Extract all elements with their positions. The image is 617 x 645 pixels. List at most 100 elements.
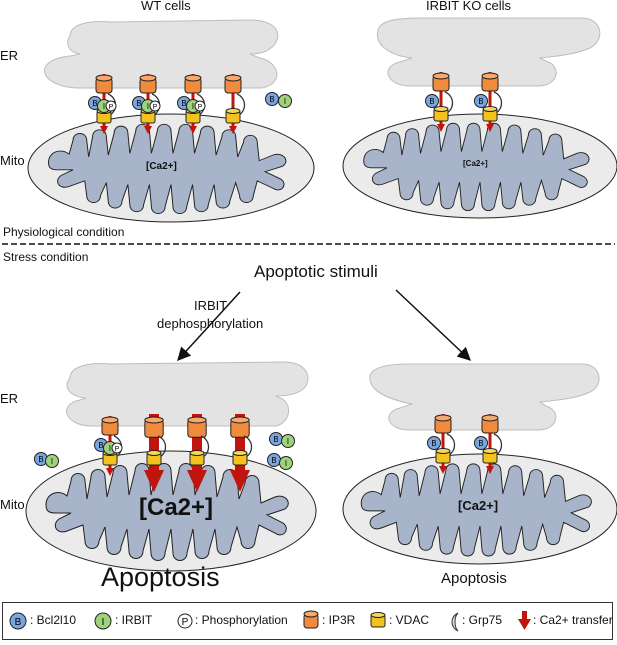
ca-transfer-arrow-shaft bbox=[149, 414, 159, 472]
ca-transfer-arrow-shaft bbox=[441, 414, 445, 468]
er-label-bottom: ER bbox=[0, 391, 19, 406]
ca-transfer-arrow-head bbox=[187, 470, 207, 492]
marker-letter: I bbox=[147, 102, 149, 111]
channel-complex bbox=[144, 414, 167, 492]
phosphorylation-mark bbox=[105, 100, 117, 112]
vdac-channel-top bbox=[189, 450, 205, 456]
svg-text:I: I bbox=[102, 617, 105, 628]
vdac-channel-top bbox=[225, 108, 241, 114]
bcl2l10-protein bbox=[425, 94, 439, 108]
irbit-ko-cells-title: IRBIT KO cells bbox=[426, 0, 512, 13]
stress-condition-label: Stress condition bbox=[3, 250, 89, 264]
marker-letter: B bbox=[271, 456, 276, 465]
ca-transfer-arrow-head bbox=[100, 126, 108, 134]
legend-box: : Bcl2l10 : IRBIT : Phosphorylation : IP… bbox=[2, 602, 613, 640]
vdac-channel-top bbox=[146, 450, 162, 456]
ip3r-channel-top bbox=[224, 74, 242, 82]
ip3r-channel-top bbox=[184, 74, 202, 82]
arrow-to-ko-apoptosis bbox=[395, 289, 471, 361]
marker-letter: I bbox=[285, 459, 287, 468]
bcl2l10-protein bbox=[474, 436, 488, 450]
legend-bcl2l10-label: : Bcl2l10 bbox=[30, 613, 77, 627]
bcl2l10-protein bbox=[427, 436, 441, 450]
ca-transfer-arrow-head bbox=[437, 124, 445, 132]
marker-letter: B bbox=[429, 97, 434, 106]
channel-complex bbox=[224, 74, 246, 134]
mito-label-top: Mito bbox=[0, 153, 25, 168]
ip3r-channel-top bbox=[139, 74, 157, 82]
legend-ip3r-icon bbox=[303, 610, 319, 629]
ca-transfer-arrow-head bbox=[229, 126, 237, 134]
bcl2l10-protein bbox=[474, 94, 488, 108]
er-label-top: ER bbox=[0, 48, 19, 63]
marker-letter: I bbox=[287, 437, 289, 446]
irbit-protein bbox=[45, 454, 59, 468]
channel-complex: B bbox=[474, 72, 503, 132]
marker-letter: B bbox=[269, 95, 274, 104]
ca-transfer-arrow-head bbox=[106, 468, 114, 476]
vdac-channel-top bbox=[435, 448, 451, 454]
ca-transfer-arrow-head bbox=[189, 126, 197, 134]
phosphorylation-mark bbox=[111, 442, 123, 454]
ip3r-channel-top bbox=[187, 416, 207, 424]
ca-text: [Ca2+] bbox=[463, 159, 488, 168]
ip3r-channel-top bbox=[481, 72, 499, 80]
ko-mitochondrion bbox=[342, 113, 617, 219]
phosphorylation-mark bbox=[149, 100, 161, 112]
legend-vdac-label: : VDAC bbox=[389, 613, 430, 627]
channel-complex: B bbox=[474, 414, 503, 474]
ca-text: [Ca2+] bbox=[146, 161, 177, 172]
ip3r-channel-top bbox=[432, 72, 450, 80]
ip3r-channel-top bbox=[95, 74, 113, 82]
ca-transfer-arrow-shaft bbox=[235, 414, 245, 472]
marker-letter: B bbox=[38, 455, 43, 464]
stress-wt-er bbox=[66, 361, 309, 427]
vdac-channel-top bbox=[482, 448, 498, 454]
legend-grp75-icon bbox=[451, 612, 459, 632]
legend-bcl2l10-icon bbox=[9, 612, 27, 630]
stress-ko-er bbox=[369, 363, 600, 431]
legend-irbit-icon bbox=[94, 612, 112, 630]
irbit-protein bbox=[279, 456, 293, 470]
phosphorylation-mark bbox=[194, 100, 206, 112]
ca-transfer-arrow-head bbox=[230, 470, 250, 492]
mito-label-bottom: Mito bbox=[0, 497, 25, 512]
marker-letter: B bbox=[92, 99, 97, 108]
irbit-protein bbox=[281, 434, 295, 448]
ca-transfer-arrow-head bbox=[144, 126, 152, 134]
ca-transfer-arrow-head bbox=[439, 466, 447, 474]
vdac-channel-top bbox=[232, 450, 248, 456]
ca-transfer-arrow-head bbox=[144, 470, 164, 492]
ca-transfer-arrow-shaft bbox=[231, 74, 235, 128]
marker-letter: I bbox=[103, 102, 105, 111]
ip3r-channel-top bbox=[481, 414, 499, 422]
svg-text:B: B bbox=[15, 617, 22, 628]
svg-text:P: P bbox=[182, 617, 189, 628]
wt-er bbox=[44, 19, 279, 89]
marker-letter: I bbox=[192, 102, 194, 111]
marker-letter: B bbox=[478, 439, 483, 448]
wt-cells-title: WT cells bbox=[141, 0, 191, 13]
ca-transfer-arrow-shaft bbox=[192, 414, 202, 472]
marker-letter: B bbox=[273, 435, 278, 444]
ko-ca-label: [Ca2+] bbox=[463, 159, 488, 168]
ca-transfer-arrow-head bbox=[486, 124, 494, 132]
stress-ko-ca-label: [Ca2+] bbox=[458, 498, 498, 513]
legend-ip3r-label: : IP3R bbox=[322, 613, 356, 627]
marker-letter: P bbox=[153, 104, 158, 111]
legend-ca-transfer-icon bbox=[518, 611, 531, 630]
irbit-protein bbox=[278, 94, 292, 108]
irbit-dephos-line1: IRBIT bbox=[194, 298, 228, 313]
legend-grp75-label: : Grp75 bbox=[462, 613, 503, 627]
marker-letter: P bbox=[115, 446, 120, 453]
marker-letter: I bbox=[51, 457, 53, 466]
ko-apoptosis-label: Apoptosis bbox=[441, 570, 507, 587]
apoptotic-stimuli-label: Apoptotic stimuli bbox=[254, 262, 378, 281]
legend-irbit-label: : IRBIT bbox=[115, 613, 153, 627]
